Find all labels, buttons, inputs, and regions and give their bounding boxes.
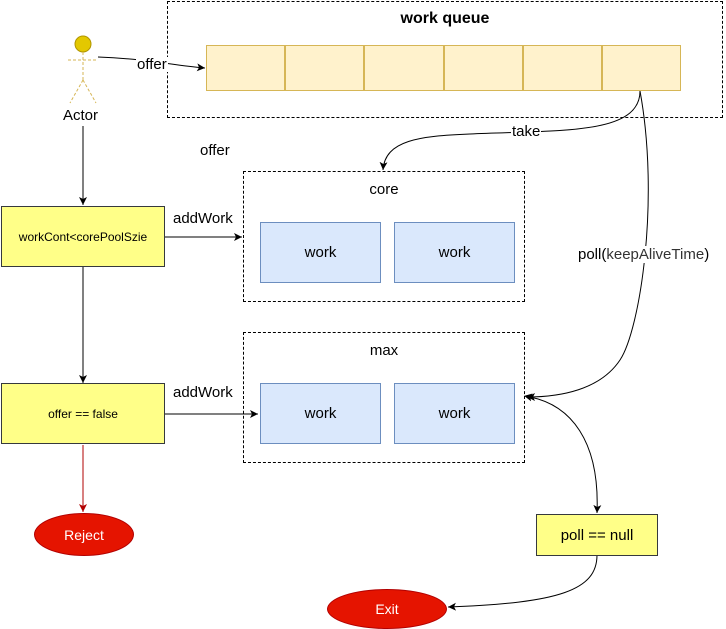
core-pool-container: core xyxy=(243,171,525,302)
reject-terminal: Reject xyxy=(34,513,134,556)
max-worker: work xyxy=(260,383,381,444)
exit-terminal: Exit xyxy=(327,589,447,629)
work-queue-title: work queue xyxy=(400,10,490,27)
max-pool-container: max xyxy=(243,332,525,463)
max-worker: work xyxy=(394,383,515,444)
edge-take xyxy=(379,90,641,171)
edge-poll xyxy=(526,90,649,401)
queue-slot xyxy=(601,45,682,91)
queue-cells xyxy=(206,45,682,91)
core-worker: work xyxy=(394,222,515,283)
queue-slot xyxy=(206,45,286,91)
poll-suffix: ) xyxy=(704,246,710,263)
poll-prefix: poll( xyxy=(578,246,607,263)
offer-false-check: offer == false xyxy=(1,383,165,444)
take-label: take xyxy=(511,123,542,140)
queue-slot xyxy=(522,45,602,91)
core-worker: work xyxy=(260,222,381,283)
core-title: core xyxy=(369,181,399,198)
offer-label: offer xyxy=(136,56,168,73)
edge-pollnull-exit xyxy=(447,554,598,611)
poll-arg: keepAliveTime xyxy=(606,246,705,263)
queue-slot xyxy=(443,45,523,91)
poll-null-check: poll == null xyxy=(536,514,658,556)
offer-label-floating: offer xyxy=(200,142,230,159)
actor-figure xyxy=(68,35,98,104)
edge-max-pollnull xyxy=(524,393,602,514)
actor-label: Actor xyxy=(63,107,99,124)
queue-slot xyxy=(364,45,444,91)
queue-slot xyxy=(285,45,365,91)
addwork-max-label: addWork xyxy=(173,384,233,401)
max-title: max xyxy=(369,342,399,359)
addwork-core-label: addWork xyxy=(173,210,233,227)
core-size-check: workCont<corePoolSzie xyxy=(1,206,165,267)
poll-keepalive-label: poll(keepAliveTime) xyxy=(577,246,711,263)
